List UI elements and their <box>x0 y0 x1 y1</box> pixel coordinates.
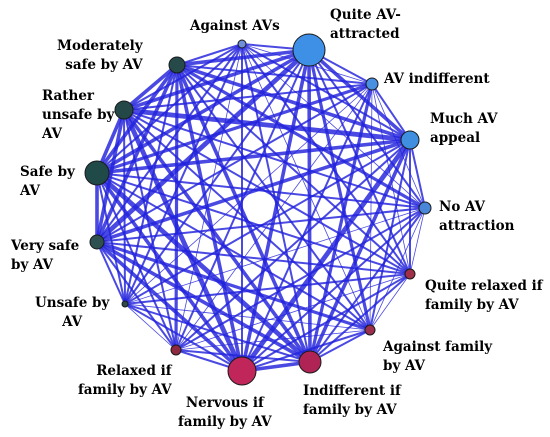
node-indifferent-if-family <box>298 350 322 374</box>
node-against-avs <box>237 39 247 49</box>
label-against-family: Against family by AV <box>383 339 493 374</box>
edge-indifferent_if_family-very_safe_by_av <box>95 240 312 364</box>
edge-quite_av_attracted-very_safe_by_av <box>94 47 312 245</box>
edge-quite_av_attracted-indifferent_if_family <box>307 48 312 364</box>
edge-no_av_attraction-moderately_safe_by_av <box>175 63 427 210</box>
edge-unsafe_by_av-rather_unsafe_by_av <box>123 109 126 305</box>
edge-no_av_attraction-nervous_if_family <box>241 207 426 372</box>
label-very-safe-by-av: Very safe by AV <box>11 238 80 273</box>
label-rather-unsafe-by-av: Rather unsafe by AV <box>42 88 115 142</box>
node-much-av-appeal <box>400 130 420 150</box>
label-against-avs: Against AVs <box>190 18 280 34</box>
edge-quite_relaxed_if_family-relaxed_if_family <box>175 273 411 351</box>
label-moderately-safe-by-av: Moderately safe by AV <box>57 38 143 73</box>
node-safe-by-av <box>84 160 110 186</box>
node-nervous-if-family <box>227 356 257 386</box>
edge-very_safe_by_av-moderately_safe_by_av <box>95 63 179 244</box>
label-quite-av-attracted: Quite AV- attracted <box>330 7 401 42</box>
edge-quite_av_attracted-rather_unsafe_by_av <box>122 48 311 112</box>
edge-much_av_appeal-against_family <box>369 139 411 331</box>
edge-av_indifferent-against_family <box>369 83 373 331</box>
node-no-av-attraction <box>418 201 432 215</box>
edge-nervous_if_family-moderately_safe_by_av <box>175 63 244 373</box>
edge-relaxed_if_family-rather_unsafe_by_av <box>123 109 177 351</box>
edge-quite_relaxed_if_family-unsafe_by_av <box>124 273 411 305</box>
edge-indifferent_if_family-rather_unsafe_by_av <box>122 108 312 364</box>
label-unsafe-by-av: Unsafe by AV <box>35 295 110 330</box>
edge-relaxed_if_family-unsafe_by_av <box>124 303 177 351</box>
node-very-safe-by-av <box>89 234 105 250</box>
edge-no_av_attraction-relaxed_if_family <box>175 207 426 351</box>
edge-indifferent_if_family-relaxed_if_family <box>175 349 311 363</box>
edge-quite_av_attracted-no_av_attraction <box>308 49 426 209</box>
label-nervous-if-family: Nervous if family by AV <box>178 395 272 430</box>
node-moderately-safe-by-av <box>168 56 186 74</box>
edge-no_av_attraction-indifferent_if_family <box>309 207 426 363</box>
node-layer <box>84 33 432 386</box>
edge-quite_relaxed_if_family-indifferent_if_family <box>309 273 411 363</box>
edge-against_avs-moderately_safe_by_av <box>176 43 243 66</box>
node-av-indifferent <box>365 77 379 91</box>
edge-much_av_appeal-no_av_attraction <box>409 139 426 209</box>
edge-against_family-very_safe_by_av <box>95 240 372 332</box>
edge-very_safe_by_av-rather_unsafe_by_av <box>95 108 126 244</box>
edge-much_av_appeal-moderately_safe_by_av <box>175 63 412 142</box>
edge-nervous_if_family-rather_unsafe_by_av <box>121 107 245 374</box>
edge-relaxed_if_family-safe_by_av <box>96 172 177 351</box>
edge-quite_relaxed_if_family-nervous_if_family <box>241 273 411 372</box>
edge-relaxed_if_family-moderately_safe_by_av <box>174 63 179 352</box>
edge-unsafe_by_av-safe_by_av <box>96 172 126 305</box>
node-relaxed-if-family <box>170 344 182 356</box>
edge-against_family-moderately_safe_by_av <box>176 64 371 331</box>
edge-quite_relaxed_if_family-very_safe_by_av <box>96 241 411 275</box>
edge-nervous_if_family-safe_by_av <box>95 171 244 373</box>
edge-rather_unsafe_by_av-moderately_safe_by_av <box>122 63 179 112</box>
edge-av_indifferent-much_av_appeal <box>371 83 411 141</box>
node-against-family <box>364 324 376 336</box>
node-rather-unsafe-by-av <box>114 100 134 120</box>
edge-indifferent_if_family-unsafe_by_av <box>124 303 311 363</box>
edge-nervous_if_family-very_safe_by_av <box>95 240 244 373</box>
label-safe-by-av: Safe by AV <box>20 164 75 199</box>
edge-against_avs-much_av_appeal <box>241 43 411 141</box>
label-indifferent-if-family: Indifferent if family by AV <box>303 383 401 418</box>
label-quite-relaxed-if-family: Quite relaxed if family by AV <box>425 278 543 313</box>
edge-nervous_if_family-unsafe_by_av <box>124 303 243 372</box>
edge-quite_av_attracted-moderately_safe_by_av <box>175 48 311 67</box>
edge-av_indifferent-safe_by_av <box>95 82 374 175</box>
edge-unsafe_by_av-very_safe_by_av <box>96 241 126 305</box>
edge-against_family-unsafe_by_av <box>124 303 371 331</box>
edge-indifferent_if_family-safe_by_av <box>94 170 313 365</box>
node-unsafe-by-av <box>121 300 129 308</box>
edge-no_av_attraction-rather_unsafe_by_av <box>123 109 426 209</box>
edge-av_indifferent-moderately_safe_by_av <box>176 64 373 85</box>
edge-quite_av_attracted-against_family <box>307 48 372 332</box>
edge-quite_relaxed_if_family-rather_unsafe_by_av <box>123 109 411 275</box>
label-no-av-attraction: No AV attraction <box>439 199 515 234</box>
edge-safe_by_av-moderately_safe_by_av <box>95 63 179 175</box>
edge-indifferent_if_family-moderately_safe_by_av <box>175 63 312 364</box>
edge-av_indifferent-rather_unsafe_by_av <box>123 83 373 111</box>
edge-against_avs-safe_by_av <box>96 43 243 174</box>
edge-quite_relaxed_if_family-moderately_safe_by_av <box>176 64 411 275</box>
edge-relaxed_if_family-very_safe_by_av <box>96 241 177 351</box>
edge-layer <box>94 43 427 374</box>
label-relaxed-if-family: Relaxed if family by AV <box>78 363 172 398</box>
edge-against_avs-unsafe_by_av <box>124 43 243 305</box>
label-av-indifferent: AV indifferent <box>384 71 490 87</box>
node-quite-relaxed-if-family <box>404 268 416 280</box>
edge-unsafe_by_av-moderately_safe_by_av <box>124 64 178 305</box>
edge-quite_relaxed_if_family-against_family <box>369 273 411 331</box>
label-much-av-appeal: Much AV appeal <box>430 111 498 146</box>
edge-much_av_appeal-nervous_if_family <box>239 137 413 374</box>
node-quite-av-attracted <box>292 33 326 67</box>
edge-much_av_appeal-rather_unsafe_by_av <box>121 107 413 143</box>
edge-no_av_attraction-quite_relaxed_if_family <box>409 207 426 275</box>
